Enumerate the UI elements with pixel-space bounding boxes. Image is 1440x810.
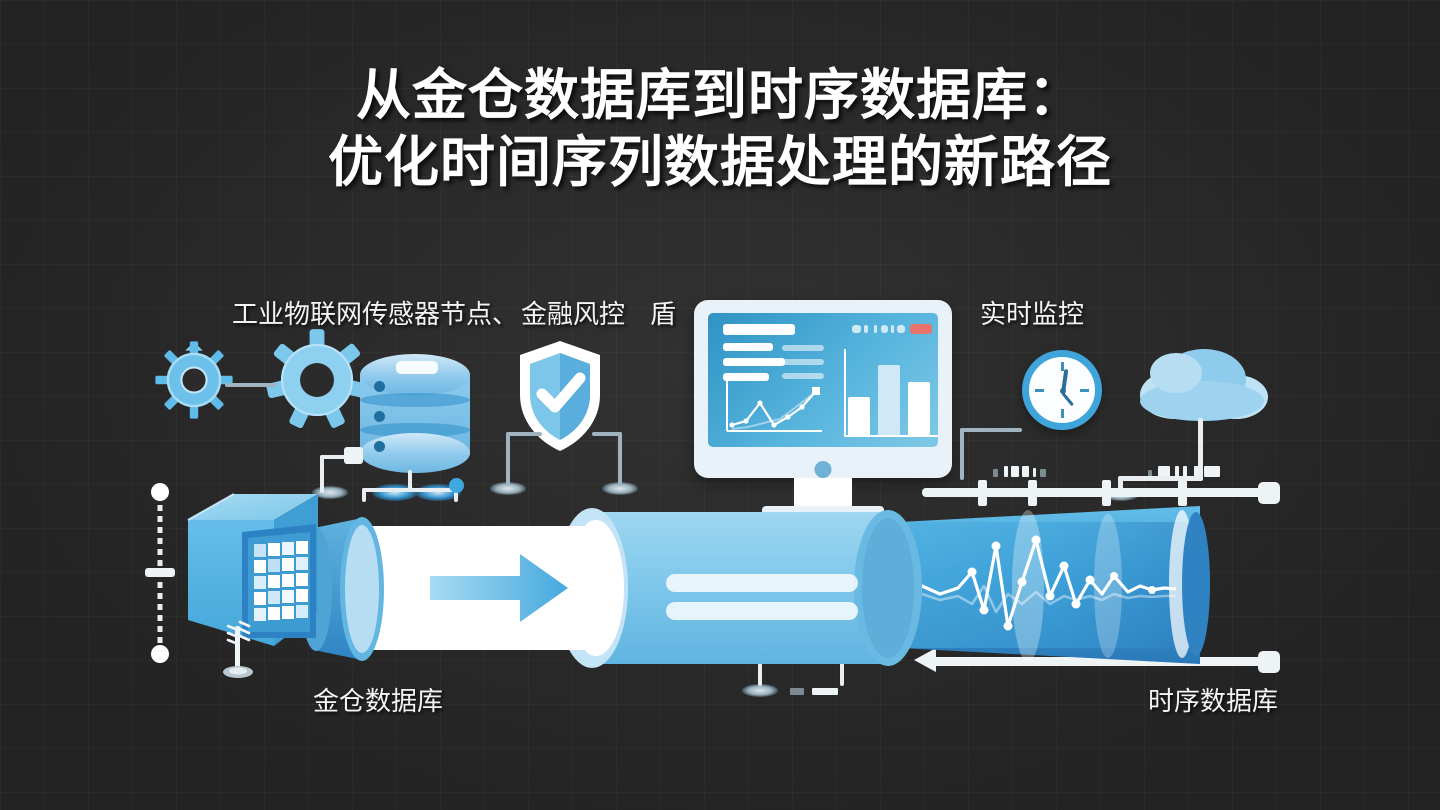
monitor-drop-wire-right	[840, 648, 844, 686]
database-cylinder-icon	[360, 354, 470, 473]
shield-wire-right	[618, 432, 622, 486]
gear-wire-connector	[344, 447, 363, 464]
sensor-antenna-icon	[218, 612, 260, 685]
shield-wire-right-elbow	[592, 432, 622, 436]
label-shield: 盾	[650, 299, 677, 329]
label-iot-sensor-node: 工业物联网传感器节点、	[232, 299, 519, 329]
db-wire-right	[454, 488, 458, 502]
label-target-database: 时序数据库	[1148, 686, 1279, 716]
clock-wire-elbow	[960, 428, 1022, 432]
clock-wire	[960, 428, 964, 480]
gear-icon	[152, 338, 236, 422]
label-realtime-monitor: 实时监控	[980, 299, 1085, 329]
shield-wire-left	[506, 432, 510, 486]
shield-check-icon	[514, 337, 606, 460]
cloud-wire	[1198, 418, 1203, 480]
connector-base	[602, 482, 638, 495]
connector-base	[490, 482, 526, 495]
dashboard-screen	[708, 313, 938, 447]
source-database-server	[182, 488, 382, 669]
db-wire-stem	[408, 470, 412, 492]
db-wire-left	[362, 488, 366, 502]
desktop-monitor-icon	[694, 300, 952, 522]
monitor-drop-wire	[758, 648, 762, 686]
gear-link-wire	[225, 383, 277, 387]
cloud-icon	[1132, 345, 1272, 428]
gear-drop-wire-elbow	[320, 455, 350, 459]
clock-icon	[1022, 350, 1102, 430]
gear-icon	[264, 327, 370, 433]
db-wire-bus	[362, 488, 458, 492]
alert-badge	[910, 324, 932, 334]
label-source-database: 金仓数据库	[313, 686, 444, 716]
title-line-2: 优化时间序列数据处理的新路径	[327, 131, 1112, 194]
shield-wire-left-elbow	[506, 432, 542, 436]
page-title: 从金仓数据库到时序数据库： 优化时间序列数据处理的新路径	[0, 62, 1440, 196]
gear-drop-wire	[320, 455, 324, 493]
vertical-timeline	[142, 482, 178, 669]
label-financial-risk: 金融风控	[521, 299, 626, 329]
connector-base	[742, 684, 778, 697]
cloud-wire-elbow	[1120, 476, 1203, 481]
title-line-1: 从金仓数据库到时序数据库：	[355, 64, 1084, 126]
pipe-transform-stage	[556, 498, 936, 683]
pipe-timeseries-db	[900, 500, 1270, 675]
cloud-wire-drop	[1118, 476, 1123, 494]
db-wire-junction-dot	[449, 478, 464, 493]
